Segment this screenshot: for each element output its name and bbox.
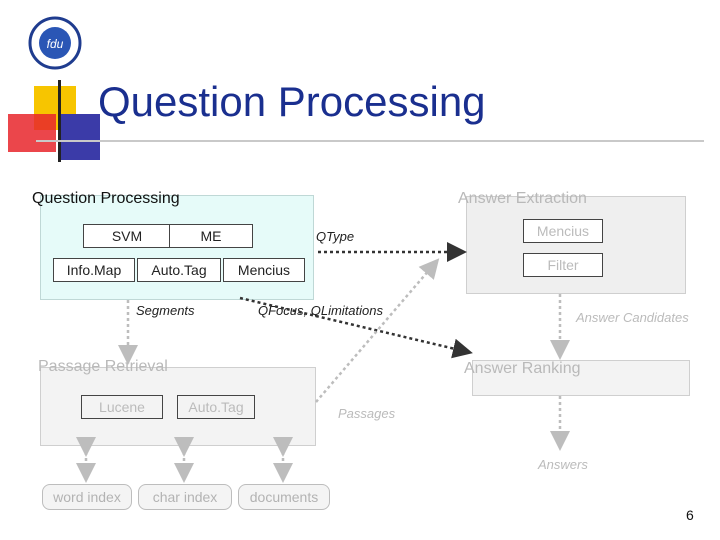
question-processing-box: SVM ME Info.Map Auto.Tag Mencius	[40, 195, 314, 300]
answer-ranking-box	[472, 360, 690, 396]
filter-module: Filter	[523, 253, 603, 277]
answer-ranking-label: Answer Ranking	[464, 360, 581, 377]
title-underline	[36, 140, 704, 142]
page-number: 6	[686, 507, 694, 523]
question-processing-label: Question Processing	[32, 190, 180, 207]
decor-blue-square	[58, 114, 100, 160]
slide-title: Question Processing	[98, 78, 486, 125]
decor-red-square	[8, 114, 56, 152]
passages-label: Passages	[338, 406, 396, 421]
answer-candidates-label: Answer Candidates	[576, 310, 689, 325]
me-module: ME	[169, 224, 253, 248]
answers-label: Answers	[538, 457, 588, 472]
infomap-module: Info.Map	[53, 258, 135, 282]
qfocus-label: QFocus, QLimitations	[258, 303, 383, 318]
university-seal-icon: fdu	[28, 16, 82, 70]
qfocus-arrow	[239, 296, 473, 359]
documents-store: documents	[238, 484, 330, 510]
passages-arrow	[315, 258, 440, 403]
char-index-store: char index	[138, 484, 232, 510]
ae-mencius-module: Mencius	[523, 219, 603, 243]
svm-module: SVM	[83, 224, 170, 248]
passage-retrieval-box: Lucene Auto.Tag	[40, 367, 316, 446]
qtype-label: QType	[316, 229, 355, 244]
segments-label: Segments	[136, 303, 195, 318]
pr-autotag-module: Auto.Tag	[177, 395, 255, 419]
svg-text:fdu: fdu	[47, 37, 64, 51]
answer-extraction-label: Answer Extraction	[458, 190, 587, 207]
autotag-module: Auto.Tag	[137, 258, 221, 282]
mencius-module: Mencius	[223, 258, 305, 282]
answer-extraction-box: Mencius Filter	[466, 196, 686, 294]
lucene-module: Lucene	[81, 395, 163, 419]
decor-vertical-line	[58, 80, 61, 162]
word-index-store: word index	[42, 484, 132, 510]
